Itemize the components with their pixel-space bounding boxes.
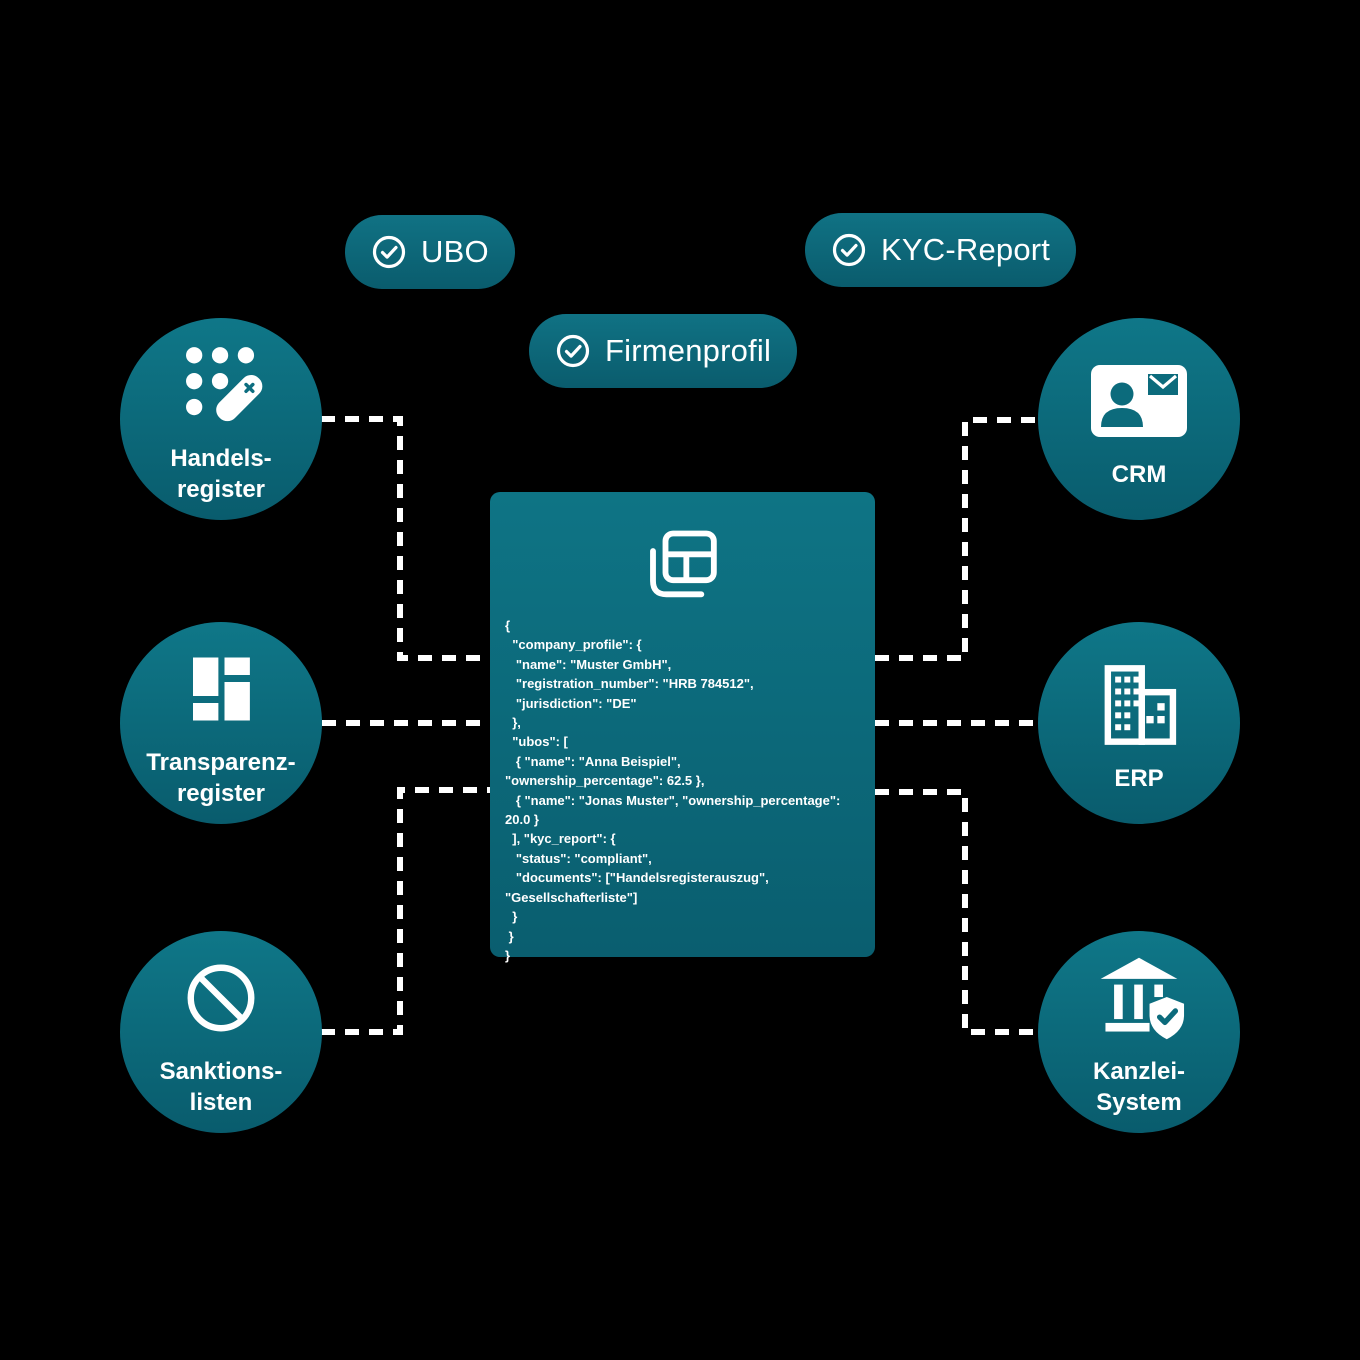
check-circle-icon (555, 333, 591, 369)
badge-label: UBO (421, 234, 489, 269)
node-label: CRM (1111, 460, 1167, 488)
badge-label: Firmenprofil (605, 333, 772, 368)
badge-ubo: UBO (345, 215, 515, 289)
buildings-icon (1093, 659, 1185, 751)
check-circle-icon (371, 234, 407, 270)
connector-kanzlei (875, 789, 1040, 1035)
dialpad-edit-icon (175, 339, 267, 431)
kyc-data-panel: { "company_profile": { "name": "Muster G… (490, 492, 875, 963)
node-label: ERP (1114, 764, 1164, 792)
connector-crm (875, 417, 1040, 661)
json-output-text: { "company_profile": { "name": "Muster G… (505, 618, 841, 963)
node-label: Transparenz- register (146, 749, 296, 807)
node-label: Kanzlei- System (1092, 1058, 1185, 1116)
node-handelsregister: Handels- register (120, 318, 322, 520)
contact-card-icon (1089, 355, 1189, 447)
badge-kyc-report: KYC-Report (805, 213, 1077, 287)
node-label: Handels- register (170, 445, 272, 503)
node-sanktionslisten: Sanktions- listen (120, 931, 322, 1133)
node-transparenzregister: Transparenz- register (120, 622, 322, 824)
badge-firmenprofil: Firmenprofil (529, 314, 798, 388)
badge-label: KYC-Report (881, 232, 1051, 267)
node-kanzlei: Kanzlei- System (1038, 931, 1240, 1133)
bank-shield-icon (1091, 952, 1187, 1044)
table-layers-icon (490, 526, 875, 606)
masonry-grid-icon (179, 643, 263, 735)
connector-sanktionslisten (321, 787, 490, 1035)
prohibition-icon (177, 952, 265, 1044)
check-circle-icon (831, 232, 867, 268)
connector-handelsregister (321, 416, 490, 661)
node-erp: ERP (1038, 622, 1240, 824)
node-crm: CRM (1038, 318, 1240, 520)
node-label: Sanktions- listen (159, 1058, 283, 1116)
